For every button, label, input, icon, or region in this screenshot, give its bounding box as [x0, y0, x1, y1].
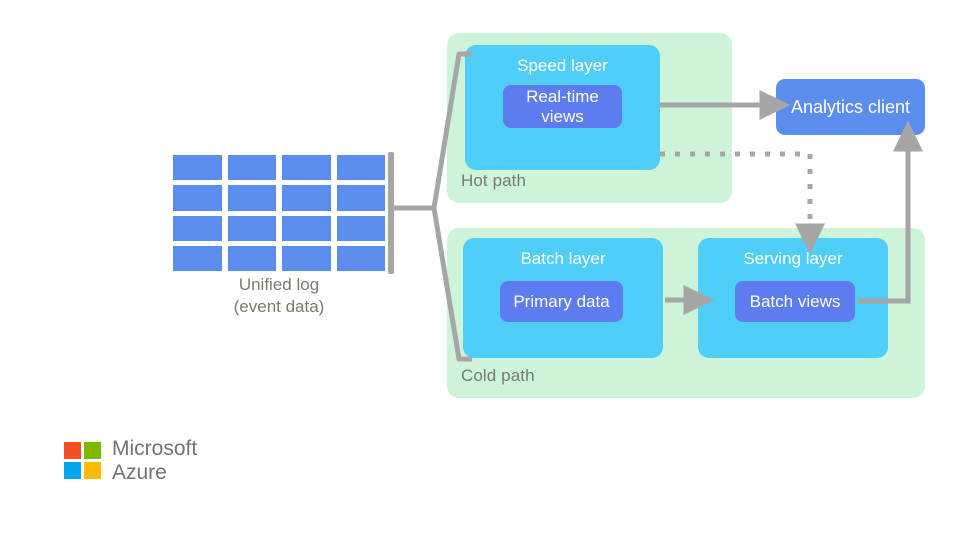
- log-cell: [282, 215, 331, 241]
- log-cell: [227, 155, 276, 181]
- log-cell: [227, 245, 276, 271]
- log-cell: [227, 215, 276, 241]
- primary-data-box[interactable]: Primary data: [500, 281, 623, 322]
- log-cell: [173, 185, 222, 211]
- log-cell: [227, 185, 276, 211]
- log-cell: [336, 245, 385, 271]
- log-cell: [173, 245, 222, 271]
- unified-log-caption-line2: (event data): [233, 296, 325, 316]
- log-cell: [173, 155, 222, 181]
- cold-path-label: Cold path: [461, 366, 535, 385]
- log-cell: [336, 215, 385, 241]
- real-time-views-box[interactable]: Real-time views: [503, 85, 622, 128]
- log-cell: [282, 155, 331, 181]
- red-square-icon: [64, 442, 81, 460]
- brand-product-name: Azure: [112, 460, 167, 484]
- batch-layer-title: Batch layer: [520, 249, 606, 268]
- log-cell: [282, 245, 331, 271]
- log-cell: [282, 185, 331, 211]
- unified-log-grid: [173, 155, 385, 271]
- log-cell: [336, 155, 385, 181]
- unified-log-caption-line1: Unified log: [238, 275, 320, 294]
- hot-path-label: Hot path: [461, 171, 527, 190]
- microsoft-logo-icon: [64, 442, 101, 480]
- log-cell: [173, 215, 222, 241]
- serving-layer-title: Serving layer: [743, 249, 843, 268]
- green-square-icon: [84, 442, 101, 460]
- real-time-views-line1: Real-time: [526, 87, 599, 107]
- azure-wordmark: Microsoft Azure: [112, 437, 197, 484]
- speed-layer-title: Speed layer: [517, 56, 608, 75]
- batch-views-box[interactable]: Batch views: [735, 281, 855, 322]
- unified-log-caption: Unified log (event data): [178, 274, 380, 318]
- blue-square-icon: [64, 462, 81, 480]
- microsoft-azure-logo: Microsoft Azure: [64, 437, 197, 484]
- analytics-client-box[interactable]: Analytics client: [776, 79, 925, 135]
- log-cell: [336, 185, 385, 211]
- yellow-square-icon: [84, 462, 101, 480]
- real-time-views-line2: views: [541, 106, 584, 126]
- unified-log-spine: [388, 152, 394, 274]
- brand-company-name: Microsoft: [112, 437, 198, 460]
